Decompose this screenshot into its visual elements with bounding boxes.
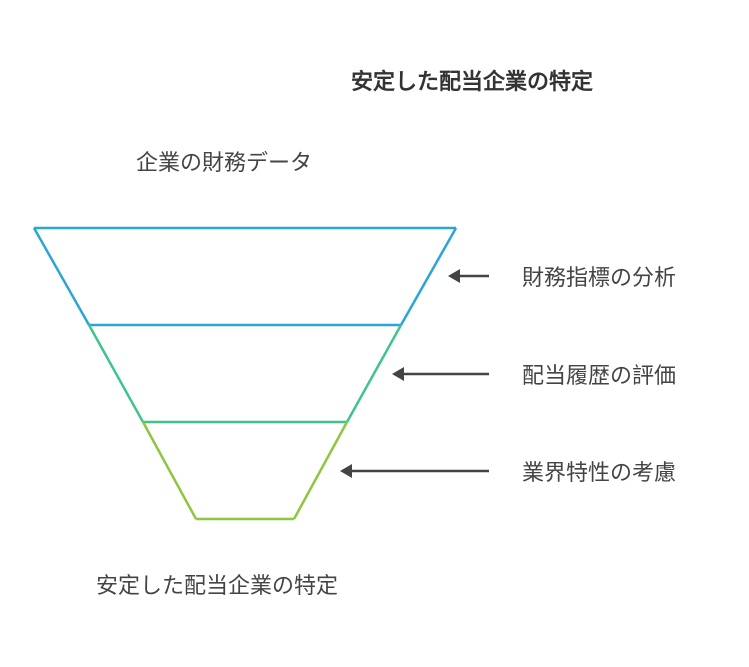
stage-label-3: 業界特性の考慮 — [522, 461, 677, 486]
diagram-title: 安定した配当企業の特定 — [350, 70, 593, 95]
funnel-stage-3 — [141, 420, 349, 521]
arrow-stage-1 — [448, 269, 489, 283]
arrow-stage-2 — [392, 367, 489, 381]
funnel-stage-1 — [32, 226, 458, 326]
stage-label-2: 配当履歴の評価 — [522, 364, 677, 389]
funnel-input-label: 企業の財務データ — [136, 151, 313, 176]
funnel-stage-2 — [87, 323, 403, 423]
funnel-output-label: 安定した配当企業の特定 — [96, 574, 339, 599]
stage-label-1: 財務指標の分析 — [522, 266, 677, 291]
arrow-stage-3 — [340, 464, 489, 478]
